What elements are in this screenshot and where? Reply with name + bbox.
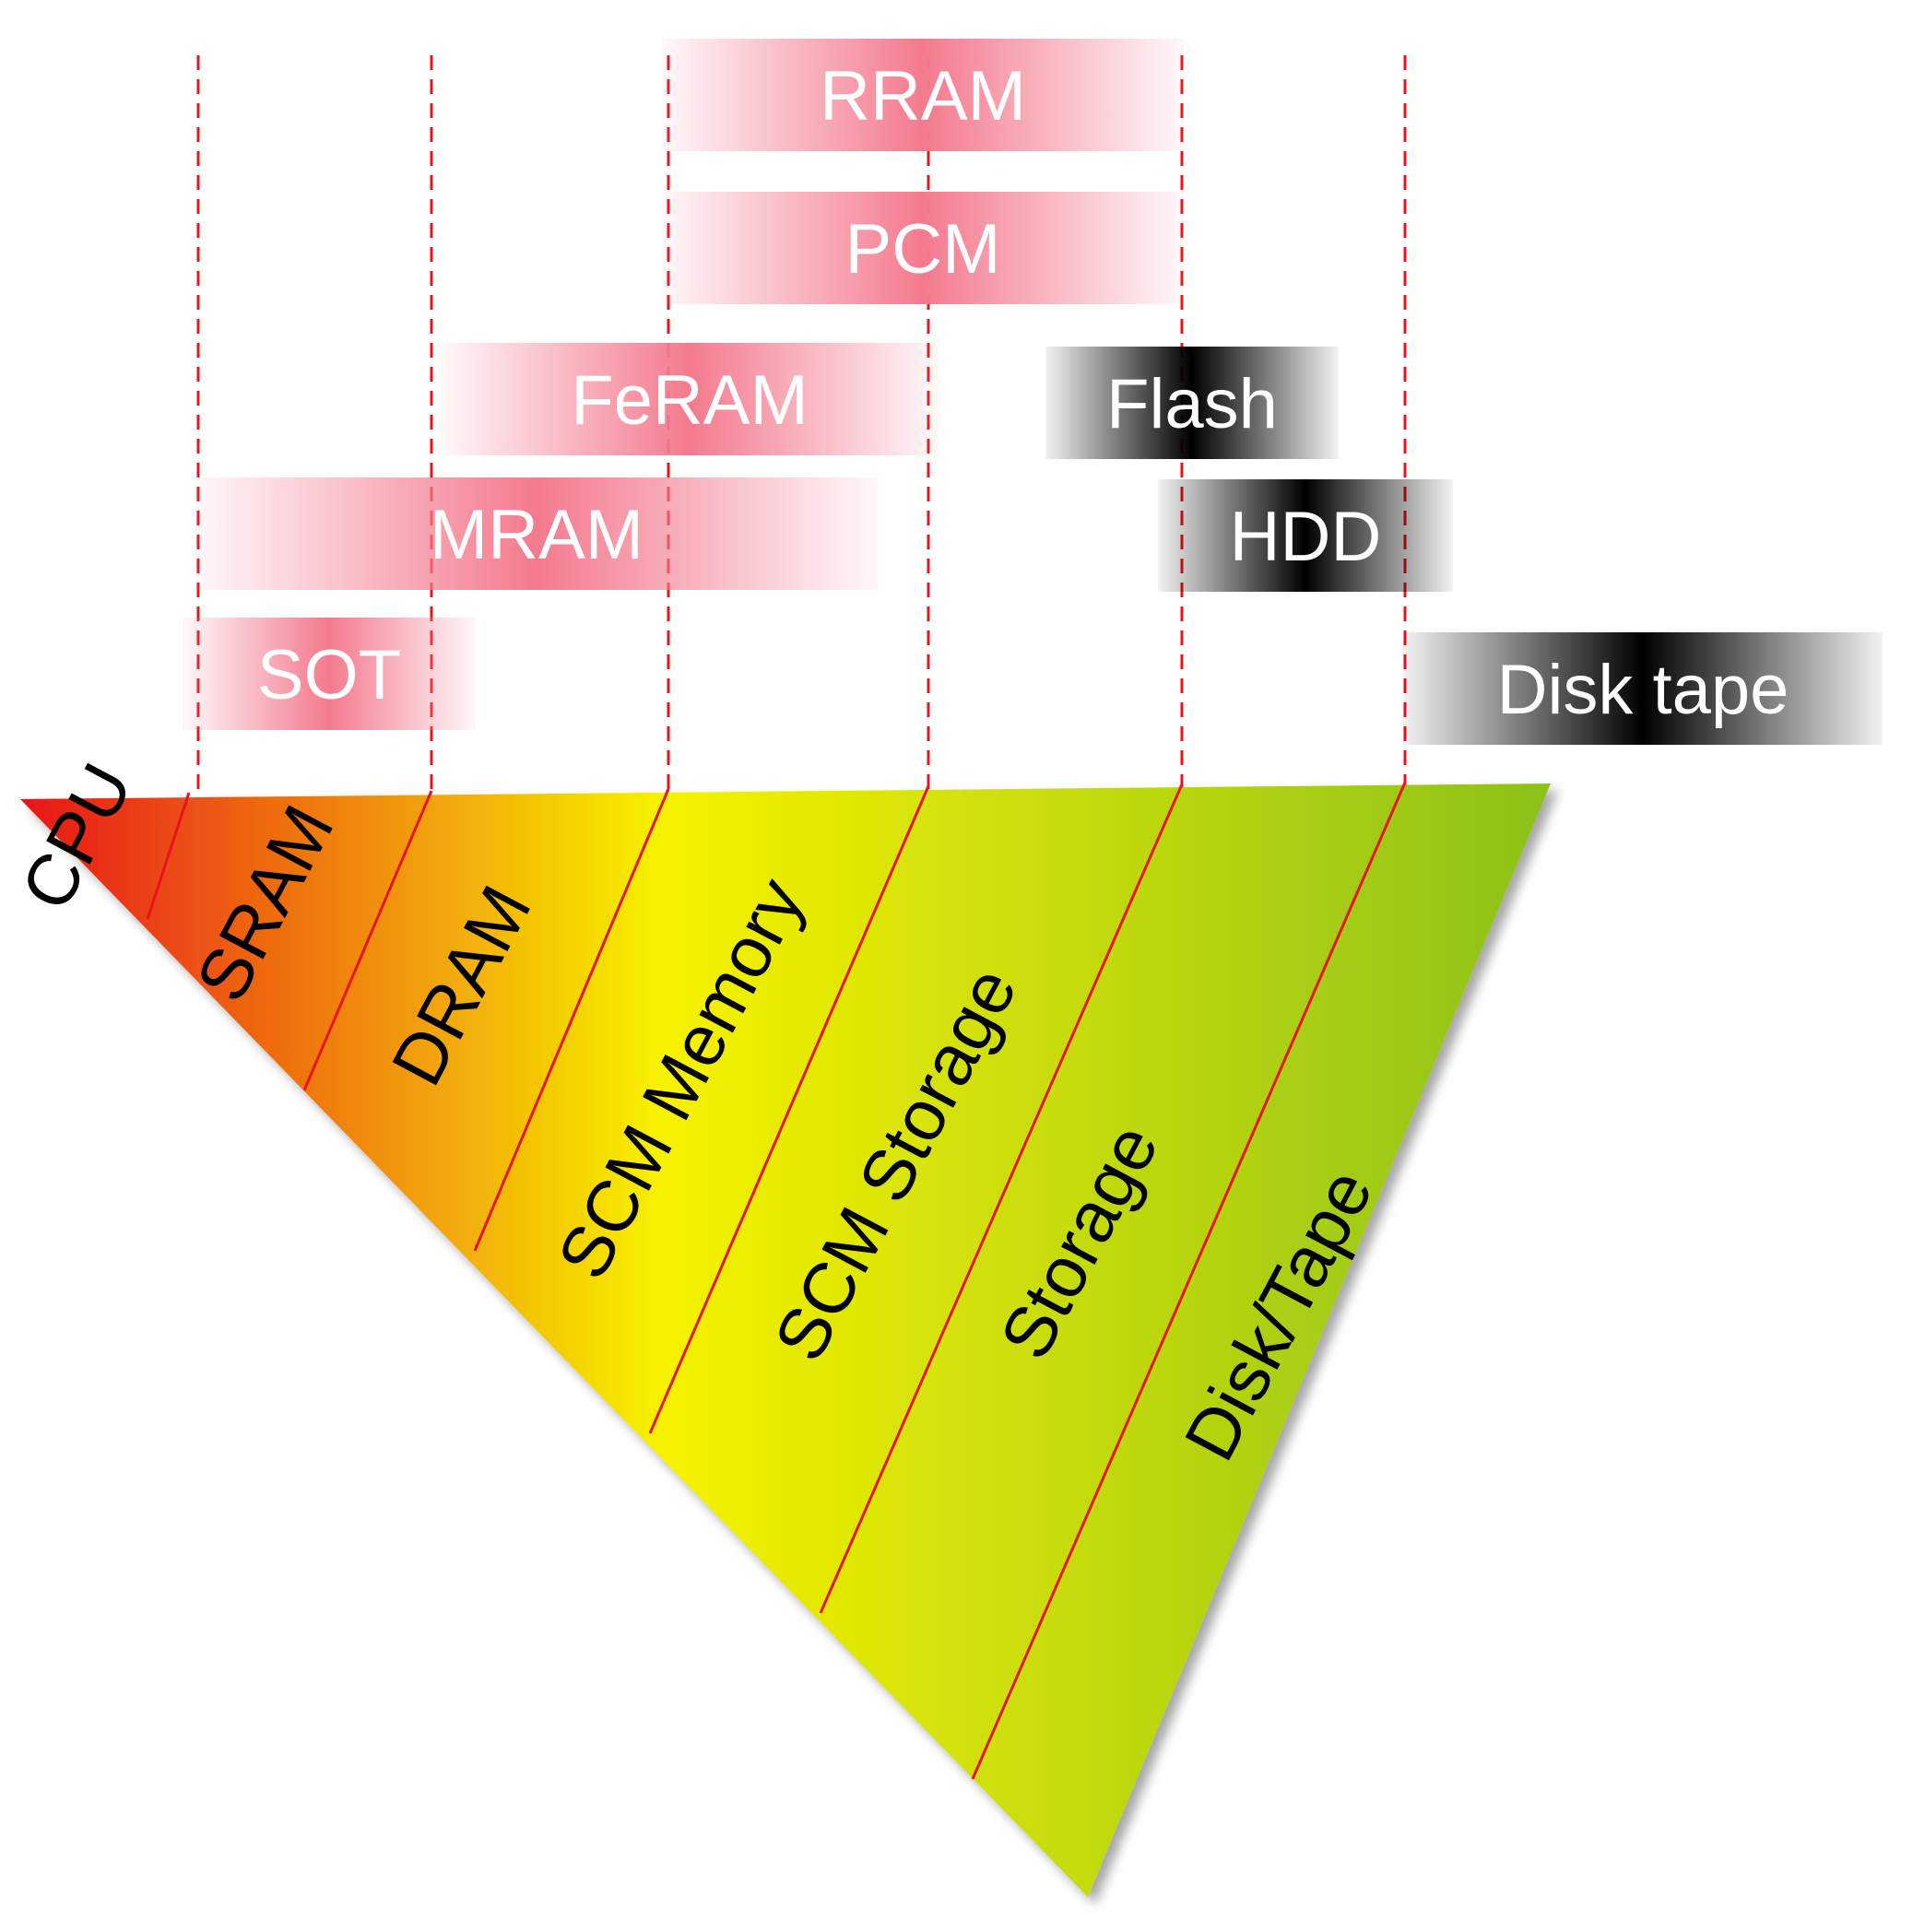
- tech-bar-rram: RRAM: [662, 39, 1184, 151]
- tech-bar-flash: Flash: [1045, 347, 1339, 459]
- divider-line-4: [648, 785, 930, 1434]
- tech-bar-mram: MRAM: [195, 477, 878, 590]
- tech-label-rram: RRAM: [820, 57, 1026, 135]
- divider-line-1: [146, 792, 191, 920]
- tech-bar-fill-flash: [1045, 347, 1339, 459]
- tech-label-sot: SOT: [257, 636, 401, 714]
- tech-bar-fill-disk-tape: [1403, 632, 1883, 745]
- hierarchy-triangle: [20, 783, 1551, 1897]
- tech-label-pcm: PCM: [845, 210, 1001, 289]
- tech-bar-feram: FeRAM: [441, 343, 939, 455]
- tech-bar-disk-tape: Disk tape: [1403, 632, 1883, 745]
- tech-label-hdd: HDD: [1230, 498, 1382, 576]
- divider-line-2: [302, 790, 433, 1091]
- tech-bar-pcm: PCM: [662, 192, 1184, 304]
- divider-line-5: [819, 783, 1184, 1614]
- tech-bar-fill-hdd: [1158, 479, 1453, 592]
- level-dividers: [146, 782, 1407, 1780]
- tech-label-disk-tape: Disk tape: [1497, 651, 1789, 729]
- tech-bar-fill-feram: [441, 343, 939, 455]
- divider-line-3: [473, 788, 670, 1252]
- tech-label-flash: Flash: [1106, 365, 1278, 443]
- tech-label-feram: FeRAM: [571, 361, 809, 440]
- divider-line-6: [971, 782, 1407, 1780]
- tech-bar-fill-rram: [662, 39, 1184, 151]
- tech-label-mram: MRAM: [430, 496, 644, 574]
- tech-bar-fill-mram: [195, 477, 878, 590]
- tech-bar-fill-sot: [183, 618, 476, 730]
- tech-bar-fill-pcm: [662, 192, 1184, 304]
- tech-bar-sot: SOT: [183, 618, 476, 730]
- tech-bar-hdd: HDD: [1158, 479, 1453, 592]
